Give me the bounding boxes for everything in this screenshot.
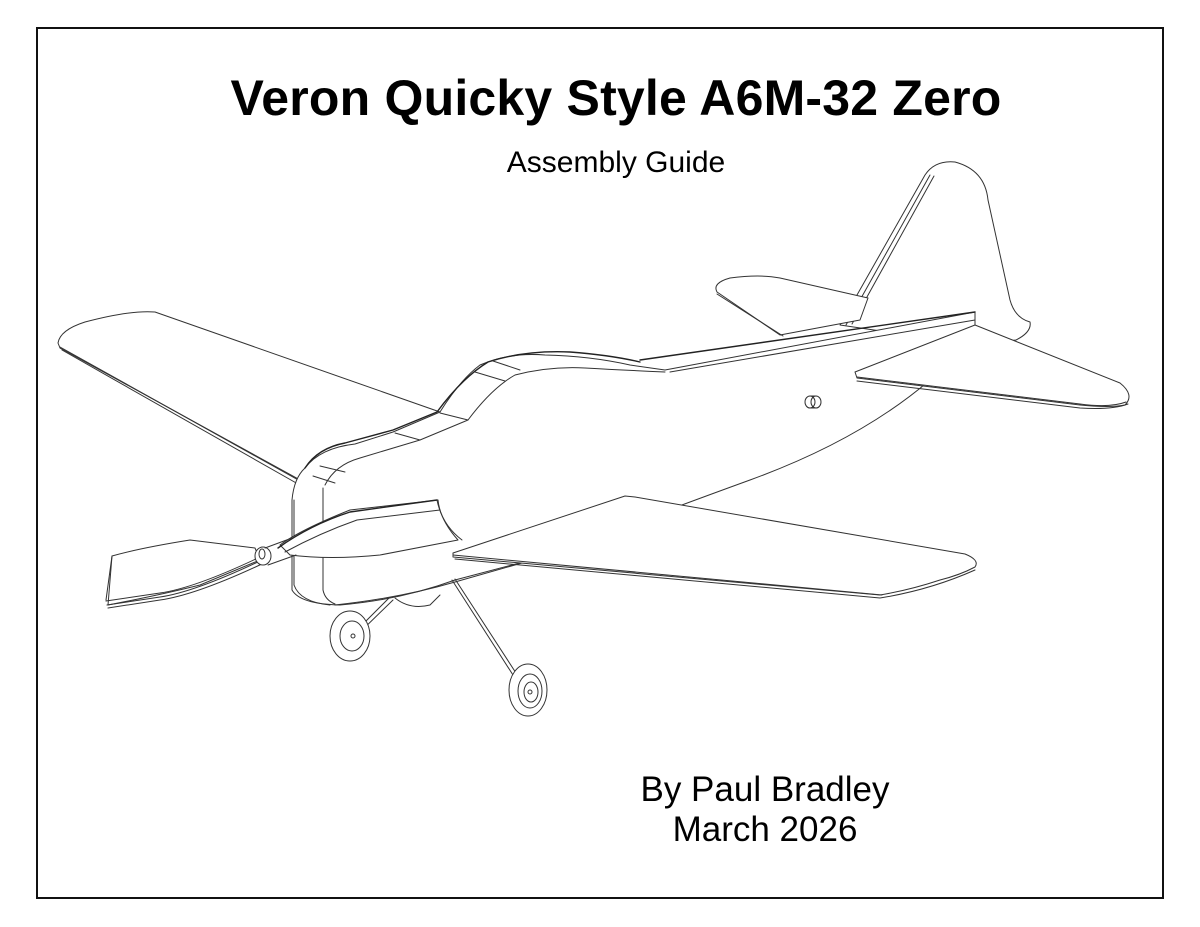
stabilizer-near bbox=[854, 324, 1130, 409]
stabilizer-far bbox=[715, 275, 869, 337]
dowel-peg bbox=[804, 395, 822, 409]
page-border bbox=[36, 27, 1164, 899]
wing-near bbox=[452, 495, 977, 599]
propeller bbox=[105, 537, 297, 609]
landing-gear bbox=[329, 578, 548, 717]
wing-far bbox=[57, 311, 441, 485]
publication-date: March 2026 bbox=[672, 810, 858, 849]
document-title: Veron Quicky Style A6M-32 Zero bbox=[230, 70, 1002, 126]
document-subtitle: Assembly Guide bbox=[506, 146, 726, 179]
author-block: By Paul Bradley March 2026 bbox=[600, 770, 930, 850]
cowl-scoop bbox=[277, 499, 463, 558]
author-name: By Paul Bradley bbox=[640, 770, 890, 809]
fuselage bbox=[291, 311, 976, 606]
